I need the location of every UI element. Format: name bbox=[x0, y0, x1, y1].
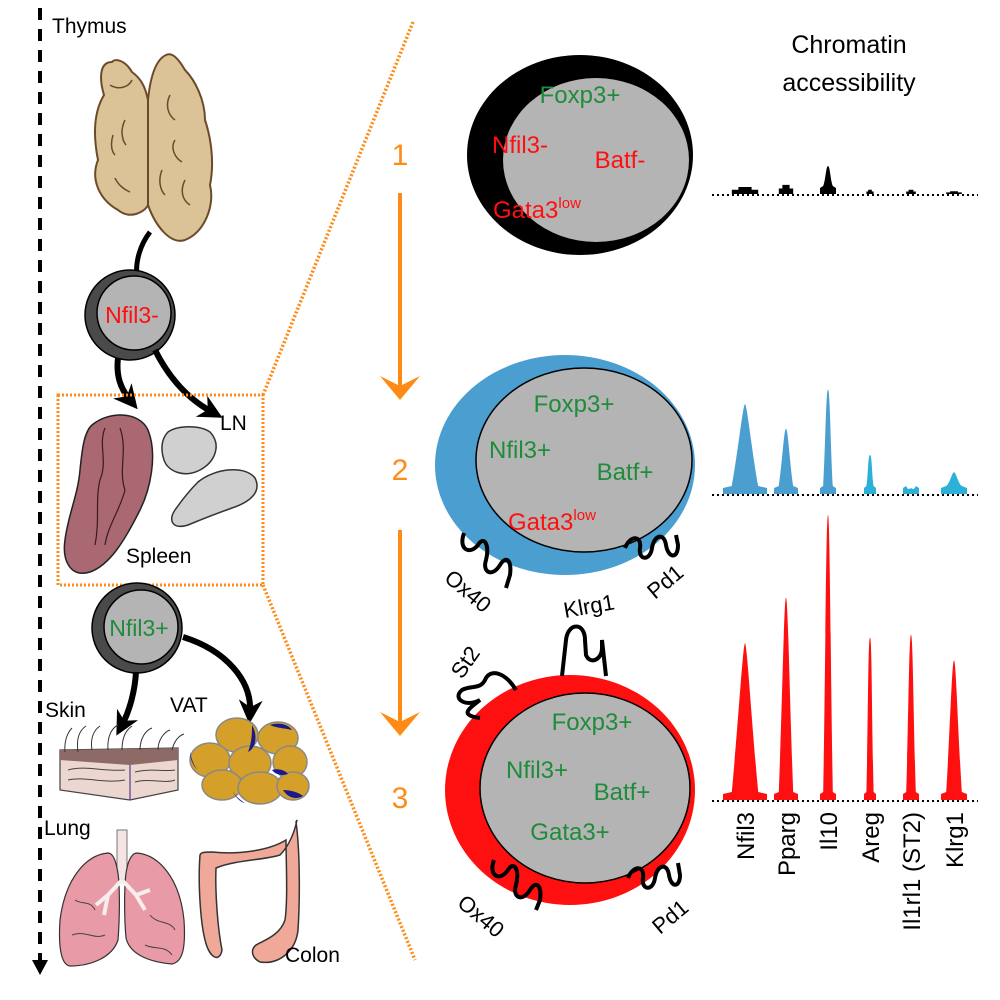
zoom-guide-line-top bbox=[261, 21, 415, 396]
peak-stage1-il10 bbox=[820, 166, 836, 194]
vat-adipocytes-icon bbox=[189, 717, 310, 805]
peak-stage3-il1rl1-st2- bbox=[903, 634, 919, 800]
stage-2-marker-batf: Batf+ bbox=[597, 459, 654, 486]
peak-stage3-nfil3 bbox=[723, 643, 767, 800]
gene-label-areg: Areg bbox=[858, 812, 885, 863]
stage-2-marker-foxp3: Foxp3+ bbox=[534, 391, 615, 418]
chart-title-line-1: Chromatin bbox=[791, 31, 906, 59]
stage-1-marker-gata3: Gata3low bbox=[493, 195, 581, 224]
pd1-receptor-icon bbox=[623, 534, 681, 560]
spleen-icon bbox=[63, 414, 154, 574]
arrow-to-spleen bbox=[113, 357, 138, 410]
arrow-to-ln bbox=[152, 348, 223, 418]
peak-stage1-klrg1 bbox=[946, 191, 962, 194]
arrow-head-icon bbox=[380, 712, 420, 736]
label-thymus: Thymus bbox=[52, 15, 127, 38]
klrg1-receptor-icon bbox=[560, 624, 608, 677]
arrow-head-icon bbox=[380, 376, 420, 400]
accessibility-tracks bbox=[712, 166, 978, 802]
stage-3-marker-batf: Batf+ bbox=[594, 779, 651, 806]
zoom-guide-line-bottom bbox=[261, 584, 417, 961]
label-lung: Lung bbox=[44, 817, 91, 840]
peak-stage2-il10 bbox=[820, 389, 836, 494]
stage-number-1: 1 bbox=[392, 139, 409, 172]
gene-label-pparg: Pparg bbox=[774, 812, 801, 876]
label-colon: Colon bbox=[285, 944, 340, 967]
stage-3-receptor-st2: St2 bbox=[446, 641, 485, 682]
chart-title-line-2: accessibility bbox=[782, 69, 916, 97]
peak-stage3-areg bbox=[864, 637, 876, 800]
stage-3-receptor-klrg1: Klrg1 bbox=[562, 589, 617, 623]
peak-stage2-pparg bbox=[774, 428, 798, 494]
timeline-arrow bbox=[32, 8, 48, 975]
peak-stage2-areg bbox=[864, 454, 876, 494]
peak-stage2-nfil3 bbox=[723, 404, 767, 494]
peak-stage1-areg bbox=[866, 189, 874, 194]
peak-stage1-il1rl1-st2- bbox=[906, 189, 916, 194]
ox40-receptor-icon bbox=[490, 859, 543, 911]
stage-3-cell: Foxp3+ Nfil3+ Batf+ Gata3+ St2 Klrg1 Ox4… bbox=[445, 589, 695, 943]
peak-stage3-il10 bbox=[820, 515, 836, 800]
cell-nfil3-positive: Nfil3+ bbox=[91, 582, 183, 674]
cell-label-nfil3-neg: Nfil3- bbox=[105, 302, 159, 328]
label-ln: LN bbox=[220, 412, 247, 435]
gene-labels: Nfil3 Pparg Il10 Areg Il1rl1 (ST2) Klrg1 bbox=[733, 812, 969, 931]
stage-3-marker-gata3: Gata3+ bbox=[530, 819, 609, 846]
arrow-to-skin bbox=[116, 671, 139, 736]
st2-receptor-icon bbox=[456, 671, 518, 720]
stage-number-3: 3 bbox=[392, 782, 409, 815]
peak-stage3-pparg bbox=[774, 597, 798, 800]
stage-2-cell: Foxp3+ Nfil3+ Batf+ Gata3low Ox40 Pd1 bbox=[435, 355, 695, 618]
stage-2-marker-gata3: Gata3low bbox=[508, 507, 596, 536]
lung-icon bbox=[58, 829, 186, 967]
label-skin: Skin bbox=[45, 699, 86, 722]
stage-number-2: 2 bbox=[392, 454, 409, 487]
stage-2-marker-nfil3: Nfil3+ bbox=[489, 437, 551, 464]
stage-3-receptor-ox40: Ox40 bbox=[453, 890, 509, 943]
stage-1-marker-nfil3: Nfil3- bbox=[492, 132, 548, 159]
cell-nfil3-negative: Nfil3- bbox=[84, 269, 176, 361]
skin-icon bbox=[59, 724, 185, 801]
peak-stage2-klrg1 bbox=[941, 472, 967, 494]
gene-label-il1rl1-st2-: Il1rl1 (ST2) bbox=[899, 812, 926, 931]
stage-2-receptor-pd1: Pd1 bbox=[642, 560, 688, 604]
peak-stage2-il1rl1-st2- bbox=[903, 486, 919, 494]
label-spleen: Spleen bbox=[126, 545, 191, 568]
thymus-icon bbox=[93, 53, 214, 242]
stage-1-cell: Foxp3+ Nfil3- Batf- Gata3low bbox=[467, 55, 693, 255]
ox40-receptor-icon bbox=[460, 532, 513, 589]
arrow-head-icon bbox=[32, 960, 48, 975]
label-vat: VAT bbox=[170, 694, 208, 717]
pd1-receptor-icon bbox=[626, 862, 683, 890]
stage-3-receptor-pd1: Pd1 bbox=[647, 895, 693, 939]
gene-label-klrg1: Klrg1 bbox=[942, 812, 969, 868]
zoom-region-box bbox=[56, 393, 265, 587]
stage-3-marker-foxp3: Foxp3+ bbox=[552, 709, 633, 736]
stage-1-marker-foxp3: Foxp3+ bbox=[540, 82, 621, 109]
peak-stage3-klrg1 bbox=[941, 660, 967, 800]
stage-1-marker-batf: Batf- bbox=[595, 147, 646, 174]
gene-label-nfil3: Nfil3 bbox=[733, 812, 760, 860]
colon-icon bbox=[198, 819, 301, 964]
peak-stage1-pparg bbox=[778, 184, 794, 194]
cell-label-nfil3-pos: Nfil3+ bbox=[109, 615, 168, 641]
arrow-to-vat bbox=[182, 634, 263, 724]
peak-stage1-nfil3 bbox=[731, 187, 759, 194]
gene-label-il10: Il10 bbox=[816, 812, 843, 851]
stage-3-marker-nfil3: Nfil3+ bbox=[506, 757, 568, 784]
lymph-node-icon bbox=[161, 426, 258, 527]
